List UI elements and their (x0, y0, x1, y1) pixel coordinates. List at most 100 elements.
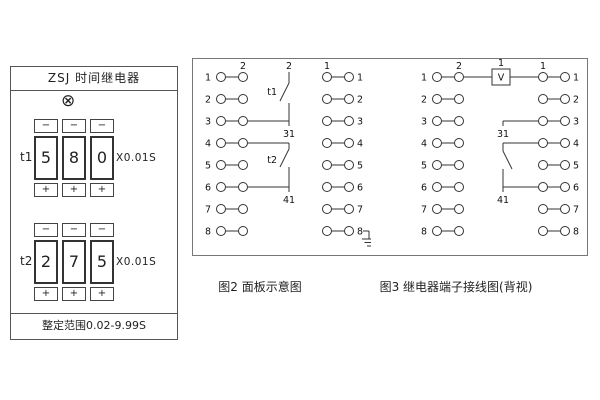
terminal-circle (560, 116, 570, 126)
terminal-number-right: 5 (357, 161, 363, 172)
terminal-number-right: 1 (573, 73, 579, 84)
terminal-circle (216, 116, 226, 126)
terminal-number-right: 8 (573, 227, 579, 238)
terminal-circle (538, 204, 548, 214)
terminal-circle (560, 226, 570, 236)
terminal-circle (454, 204, 464, 214)
digit-display: 2 (34, 240, 58, 284)
terminal-circle (238, 204, 248, 214)
terminal-circle (344, 226, 354, 236)
fig2-junction-41-label: 41 (283, 195, 295, 206)
terminal-circle (560, 94, 570, 104)
terminal-number-left: 7 (205, 205, 211, 216)
t1-digit-group: t1 − 5 + − 8 + − 0 + X0.01S (11, 119, 177, 197)
terminal-number-right: 5 (573, 161, 579, 172)
digit-display: 5 (34, 136, 58, 180)
terminal-circle (322, 226, 332, 236)
terminal-circle (454, 72, 464, 82)
terminal-circle (238, 138, 248, 148)
voltmeter-label: V (498, 73, 505, 84)
terminal-circle (432, 182, 442, 192)
minus-button: − (62, 119, 86, 133)
t2-digit-wheel-3: − 5 + (90, 223, 114, 304)
terminal-circle (344, 182, 354, 192)
fig3-wiring (464, 68, 538, 192)
terminal-circle (344, 72, 354, 82)
digit-display: 7 (62, 240, 86, 284)
terminal-circle (538, 160, 548, 170)
terminal-number-left: 6 (205, 183, 211, 194)
terminal-number-right: 7 (573, 205, 579, 216)
plus-button: + (62, 287, 86, 301)
terminal-circle (538, 226, 548, 236)
plus-button: + (90, 183, 114, 197)
terminal-circle (216, 72, 226, 82)
terminal-circle (322, 138, 332, 148)
terminal-circle (322, 94, 332, 104)
terminal-number-left: 1 (205, 73, 211, 84)
fig2-top-label-mid: 2 (286, 61, 292, 72)
terminal-circle (538, 182, 548, 192)
terminal-circle (344, 116, 354, 126)
terminal-number-right: 8 (357, 227, 363, 238)
terminal-circle (560, 182, 570, 192)
terminal-circle (216, 160, 226, 170)
terminal-circle (238, 182, 248, 192)
terminal-circle (238, 116, 248, 126)
t2-label: t2 (20, 254, 33, 268)
terminal-number-left: 5 (421, 161, 427, 172)
terminal-circle (432, 204, 442, 214)
terminal-circle (216, 182, 226, 192)
terminal-circle (322, 116, 332, 126)
minus-button: − (90, 119, 114, 133)
terminal-circle (322, 160, 332, 170)
terminal-number-right: 4 (573, 139, 579, 150)
plus-button: + (34, 183, 58, 197)
t2-digit-wheel-1: − 2 + (34, 223, 58, 304)
setting-range-label: 整定范围0.02-9.99S (11, 313, 177, 339)
ground-icon (362, 230, 371, 247)
figure3-caption: 图3 继电器端子接线图(背视) (379, 280, 533, 294)
terminal-circle (454, 160, 464, 170)
digit-display: 5 (90, 240, 114, 284)
t1-digit-wheel-1: − 5 + (34, 119, 58, 200)
terminal-circle (560, 72, 570, 82)
terminal-number-left: 7 (421, 205, 427, 216)
terminal-circle (432, 72, 442, 82)
terminal-number-left: 6 (421, 183, 427, 194)
terminal-number-left: 4 (421, 139, 427, 150)
terminal-circle (322, 182, 332, 192)
terminal-circle (454, 94, 464, 104)
terminal-circle (344, 138, 354, 148)
fig2-top-label-right: 1 (324, 61, 330, 72)
terminal-number-right: 1 (357, 73, 363, 84)
terminal-number-right: 6 (573, 183, 579, 194)
terminal-circle (216, 204, 226, 214)
terminal-circle (538, 94, 548, 104)
terminal-number-right: 2 (357, 95, 363, 106)
fig2-t1-contact-label: t1 (267, 87, 277, 98)
terminal-circle (238, 226, 248, 236)
terminal-number-left: 8 (421, 227, 427, 238)
terminal-circle (538, 138, 548, 148)
fig2-wiring (248, 72, 290, 192)
terminal-circle (560, 160, 570, 170)
plus-button: + (34, 287, 58, 301)
terminal-circle (560, 204, 570, 214)
terminal-circle (432, 138, 442, 148)
fig3-junction-31-label: 31 (497, 129, 509, 140)
terminal-number-left: 4 (205, 139, 211, 150)
fig2-t2-contact-label: t2 (267, 155, 277, 166)
digit-display: 0 (90, 136, 114, 180)
terminal-circle (238, 72, 248, 82)
fig3-top-label-left: 2 (456, 61, 462, 72)
t2-digit-wheel-2: − 7 + (62, 223, 86, 304)
terminal-number-left: 8 (205, 227, 211, 238)
terminal-number-left: 2 (421, 95, 427, 106)
terminal-circle (538, 116, 548, 126)
